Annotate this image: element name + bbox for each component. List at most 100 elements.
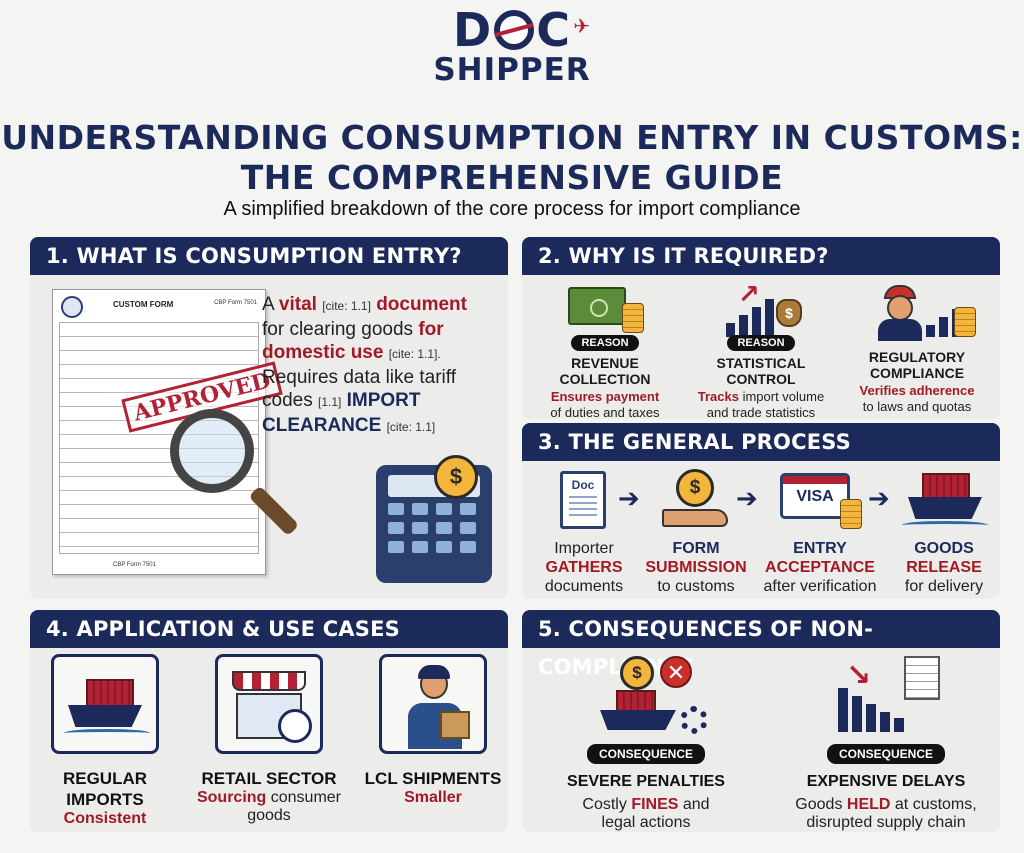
definition-text: A vital [cite: 1.1] document for clearin… [262,293,492,439]
step-line-3: for delivery [904,578,984,595]
step-line-2: RELEASE [906,559,982,576]
text-for: for [418,319,444,340]
seal-icon [61,296,83,318]
step-line-3: documents [544,578,624,595]
chart-growth-icon: ↗ $ [686,279,836,341]
section-heading: 4. APPLICATION & USE CASES [30,610,508,648]
section-heading: 1. WHAT IS CONSUMPTION ENTRY? [30,237,508,275]
text-import-clearance: IMPORT CLEARANCE [262,390,421,436]
use-case-regular-imports: REGULAR IMPORTS Consistent [30,654,180,828]
reason-badge: REASON [571,335,639,351]
text-vital: vital [278,294,317,315]
money-bag-icon: $ [776,299,802,327]
citation: [cite: 1.1]. [388,347,441,361]
use-case-retail-sector: RETAIL SECTOR Sourcing consumer goods [194,654,344,825]
text-domestic-use: domestic use [262,342,384,363]
step-line-1: Importer [554,540,614,557]
penalty-icon: $ ✕ [536,654,756,740]
use-case-title: RETAIL SECTOR [201,769,337,788]
airplane-icon: ✈ [573,14,591,38]
page-title-line-1: UNDERSTANDING CONSUMPTION ENTRY IN CUSTO… [1,118,1023,157]
consequence-expensive-delays: ↘ CONSEQUENCE EXPENSIVE DELAYS Goods HEL… [776,654,996,832]
step-form-submission: $ FORM SUBMISSION to customs [634,467,758,596]
courier-package-icon [379,654,487,754]
section-what-is-consumption-entry: 1. WHAT IS CONSUMPTION ENTRY? CUSTOM FOR… [30,237,508,599]
step-line-2: GATHERS [545,559,623,576]
step-line-1: FORM [672,540,720,557]
step-line-2: SUBMISSION [645,559,747,576]
form-footer: CBP Form 7501 [113,562,156,568]
consequence-desc: Goods HELD at customs, disrupted supply … [795,796,977,831]
step-line-3: to customs [657,578,735,595]
arrow-right-icon: ➔ [618,483,640,513]
page-subtitle: A simplified breakdown of the core proce… [223,198,801,220]
text-fragment: for clearing goods [262,319,419,340]
globe-icon [278,709,312,743]
section-application-use-cases: 4. APPLICATION & USE CASES REGULAR IMPOR… [30,610,508,832]
step-goods-release: GOODS RELEASE for delivery [882,467,1000,596]
use-case-desc: Smaller [404,789,462,806]
step-line-2: ACCEPTANCE [765,559,875,576]
cargo-ship-icon [882,467,1000,539]
x-mark-icon: ✕ [660,656,692,688]
arrow-down-icon: ↘ [846,659,872,692]
consequence-severe-penalties: $ ✕ CONSEQUENCE SEVERE PENALTIES Costly … [536,654,756,832]
text-fragment: A [262,294,279,315]
money-icon [530,283,680,341]
document-icon [904,656,940,700]
arrow-up-icon: ↗ [738,279,760,309]
page-title-line-2: THE COMPREHENSIVE GUIDE [240,158,784,197]
consequence-badge: CONSEQUENCE [826,744,945,764]
step-gather-documents: Doc Importer GATHERS documents [522,467,646,596]
arrow-right-icon: ➔ [736,483,758,513]
step-line-1: GOODS [914,540,974,557]
section-general-process: 3. THE GENERAL PROCESS Doc Importer GATH… [522,423,1000,599]
form-title: CUSTOM FORM [113,300,174,309]
use-case-title: LCL SHIPMENTS [364,769,502,788]
citation: [1.1] [317,395,342,409]
dollar-coin-icon: $ [434,455,478,499]
consequence-badge: CONSEQUENCE [586,744,705,764]
storefront-globe-icon [215,654,323,754]
section-heading: 3. THE GENERAL PROCESS [522,423,1000,461]
citation: [cite: 1.1] [322,299,371,313]
arrow-right-icon: ➔ [868,483,890,513]
document-icon: Doc [522,467,646,539]
form-id: CBP Form 7501 [214,300,257,306]
page-title: UNDERSTANDING CONSUMPTION ENTRY IN CUSTO… [0,118,1024,198]
consequence-title: EXPENSIVE DELAYS [806,773,966,790]
section-heading: 5. CONSEQUENCES OF NON-COMPLIANCE [522,610,1000,679]
step-line-3: after verification [763,578,877,595]
reason-badge: REASON [727,335,795,351]
use-case-lcl-shipments: LCL SHIPMENTS Smaller [358,654,508,807]
hand-coin-icon: $ [634,467,758,539]
text-fragment: Requires data like tariff codes [262,367,456,411]
consequence-title: SEVERE PENALTIES [567,773,725,790]
globe-icon [494,10,535,50]
worker-icon [842,283,992,341]
text-document: document [376,294,467,315]
magnifier-icon [170,409,254,493]
gear-icon [680,706,708,734]
section-heading: 2. WHY IS IT REQUIRED? [522,237,1000,275]
use-case-title: REGULAR IMPORTS [62,769,148,809]
visa-card-icon: VISA [758,467,882,539]
step-line-1: ENTRY [793,540,847,557]
cargo-ship-icon [51,654,159,754]
declining-chart-icon: ↘ [776,654,996,740]
consequence-desc: Costly FINES and legal actions [582,796,710,831]
section-consequences-non-compliance: 5. CONSEQUENCES OF NON-COMPLIANCE $ ✕ CO… [522,610,1000,832]
use-case-desc: Consistent [63,810,147,827]
